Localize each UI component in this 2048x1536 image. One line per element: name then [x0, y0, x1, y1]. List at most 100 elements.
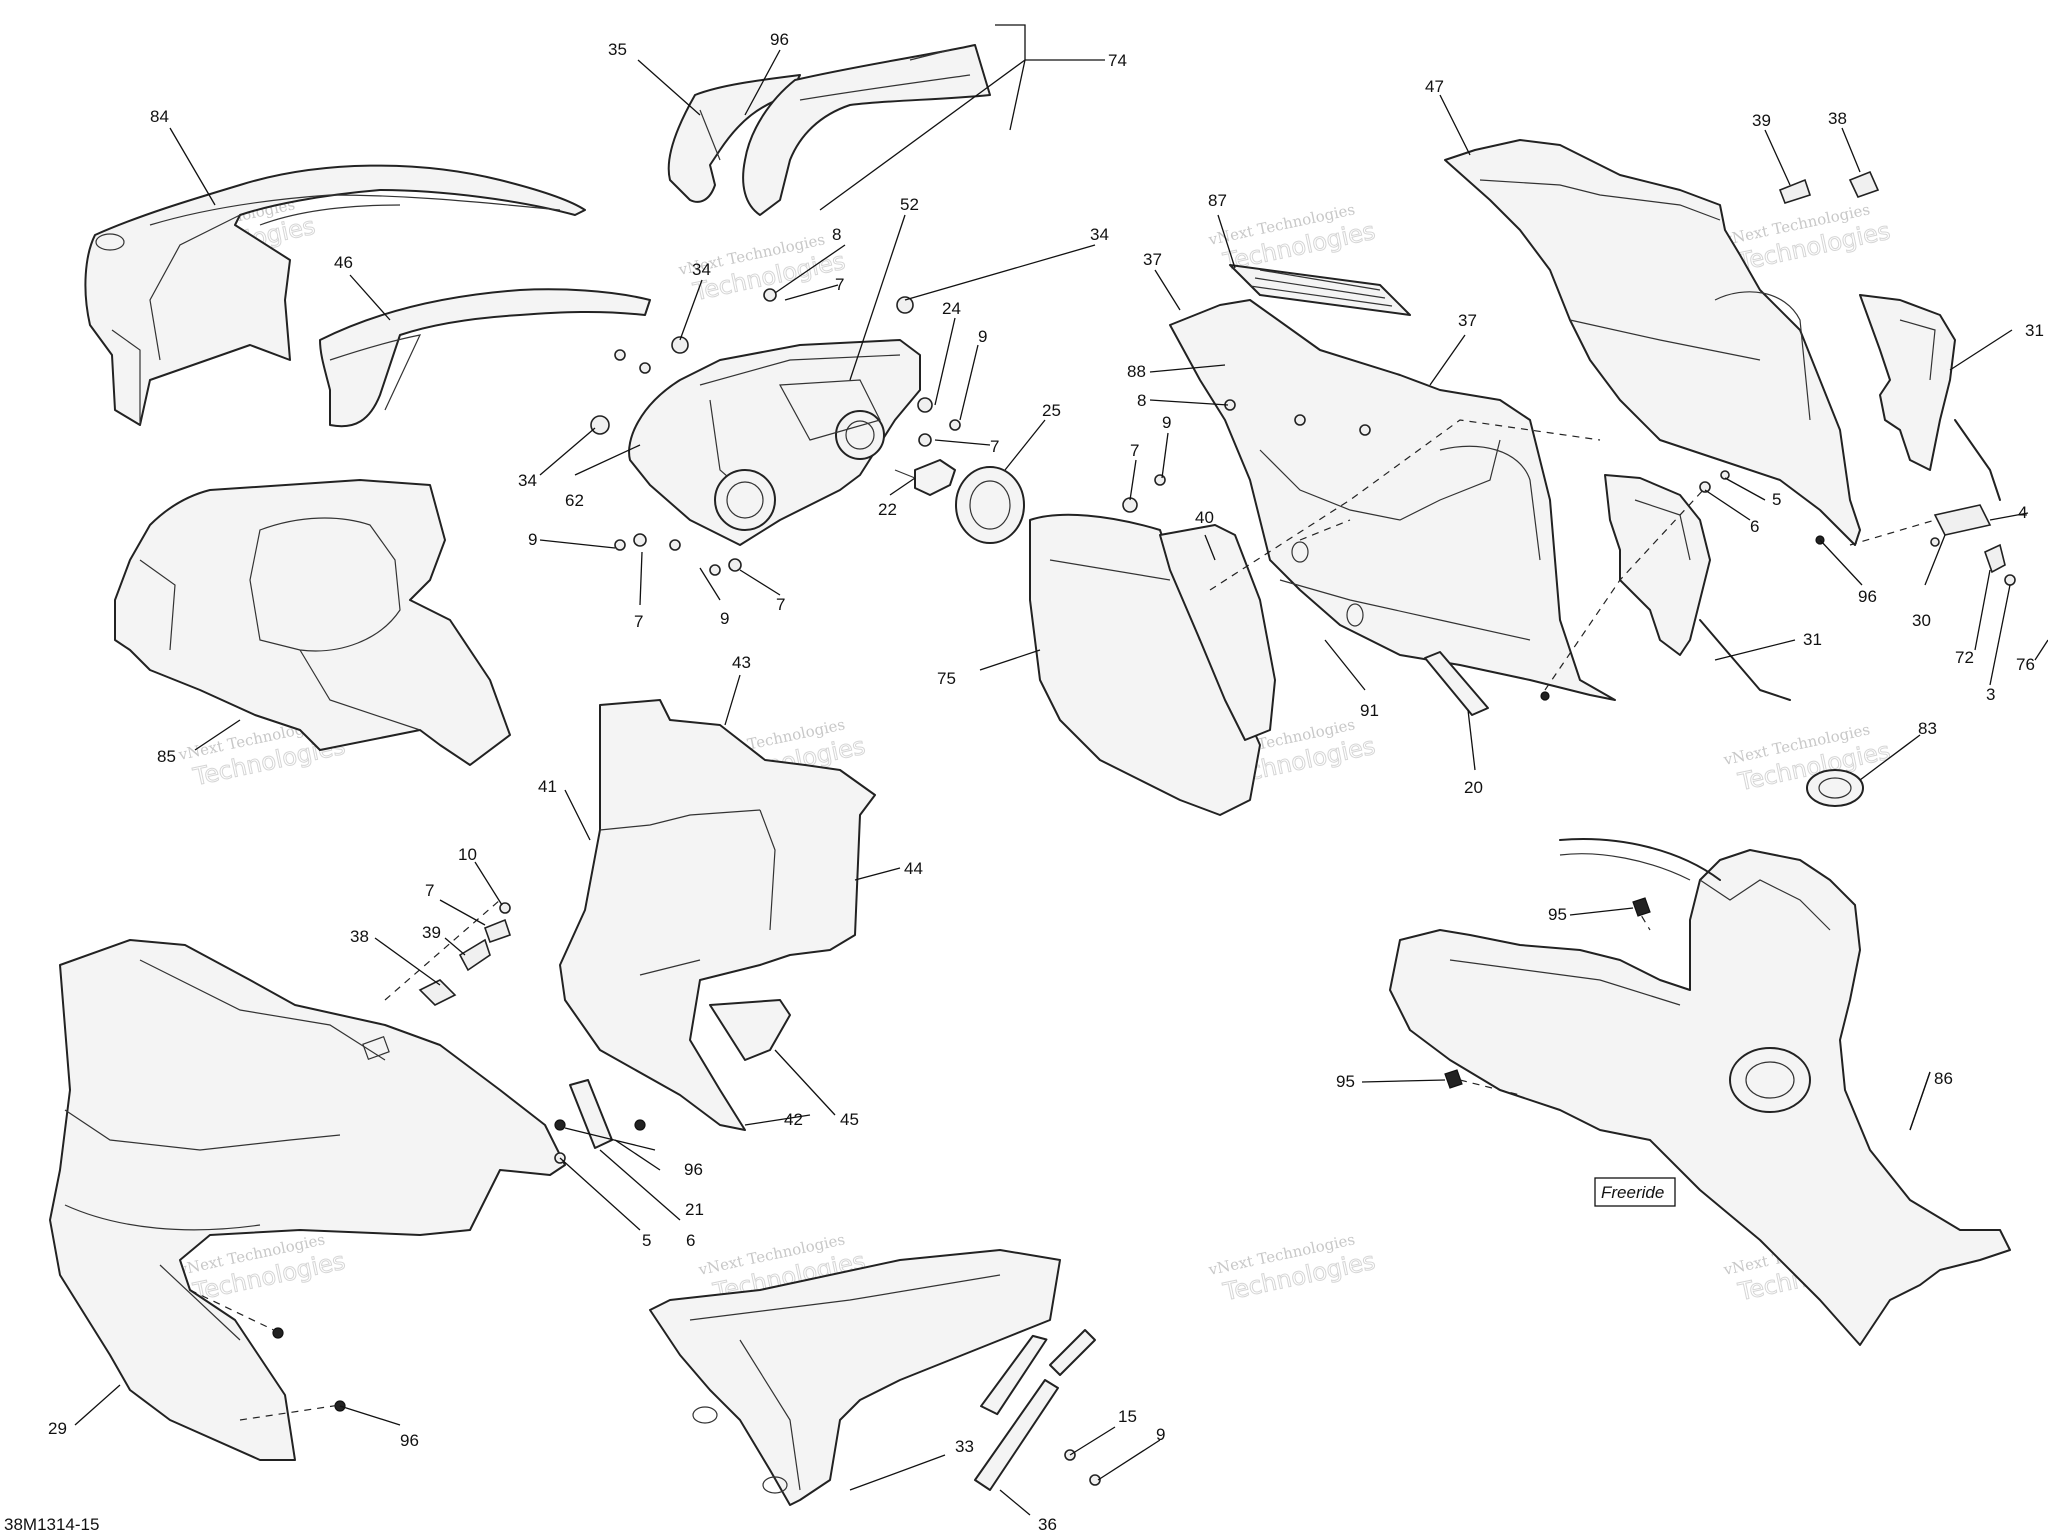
callout-15: 15 — [1118, 1407, 1137, 1426]
callout-7: 7 — [835, 275, 844, 294]
callout-10: 10 — [458, 845, 477, 864]
nut-icon — [1444, 1069, 1463, 1089]
callout-38: 38 — [350, 927, 369, 946]
rivet-icon — [634, 1119, 646, 1131]
screw-icon — [614, 539, 626, 551]
callout-39: 39 — [422, 923, 441, 942]
callout-6: 6 — [686, 1231, 695, 1250]
callout-76: 76 — [2016, 655, 2035, 674]
callout-62: 62 — [565, 491, 584, 510]
clip-icon — [633, 533, 647, 547]
callout-9: 9 — [1162, 413, 1171, 432]
part-87-grille — [1229, 264, 1411, 316]
callout-5: 5 — [642, 1231, 651, 1250]
callout-34: 34 — [518, 471, 537, 490]
clip-icon — [1984, 543, 2006, 574]
screw-icon — [1089, 1474, 1101, 1486]
callout-52: 52 — [900, 195, 919, 214]
callout-96: 96 — [684, 1160, 703, 1179]
callout-9: 9 — [1156, 1425, 1165, 1444]
part-37-side-panel — [1169, 299, 1616, 701]
clip-icon — [1848, 170, 1880, 198]
part-40-shield — [1159, 524, 1276, 741]
callout-40: 40 — [1195, 508, 1214, 527]
callout-8: 8 — [1137, 391, 1146, 410]
screw-icon — [1359, 424, 1371, 436]
part-83-seal-ring — [1806, 769, 1864, 807]
callout-7: 7 — [634, 612, 643, 631]
callout-5: 5 — [1772, 490, 1781, 509]
rivet-icon — [458, 938, 491, 972]
callout-31: 31 — [1803, 630, 1822, 649]
part-22-bulb — [894, 459, 956, 496]
callout-84: 84 — [150, 107, 169, 126]
callout-85: 85 — [157, 747, 176, 766]
washer-icon — [499, 902, 511, 914]
screw-icon — [709, 564, 721, 576]
nut-icon — [272, 1327, 284, 1339]
callout-7: 7 — [990, 437, 999, 456]
grommet-icon — [590, 415, 610, 435]
callout-7: 7 — [776, 595, 785, 614]
callout-34: 34 — [692, 260, 711, 279]
callout-9: 9 — [720, 609, 729, 628]
washer-icon — [1930, 537, 1940, 547]
clip-icon — [483, 918, 512, 944]
nut-icon — [1540, 691, 1550, 701]
callout-34: 34 — [1090, 225, 1109, 244]
callout-7: 7 — [425, 881, 434, 900]
callout-96: 96 — [1858, 587, 1877, 606]
part-35-deflector-left — [667, 74, 801, 203]
push-pin-icon — [418, 979, 457, 1006]
callout-numbers: 84 46 35 96 74 52 34 34 34 8 7 24 9 7 25… — [48, 30, 2044, 1534]
screw-icon — [949, 419, 961, 431]
part-31-bracket-upper — [1859, 294, 2001, 501]
screw-icon — [1294, 414, 1306, 426]
part-75-shield — [1029, 513, 1261, 816]
callout-30: 30 — [1912, 611, 1931, 630]
part-74-deflector-right — [742, 44, 991, 216]
callout-6: 6 — [1750, 517, 1759, 536]
variant-label: Freeride — [1594, 1177, 1676, 1207]
alignment-lines — [189, 419, 1936, 1421]
screw-icon — [763, 288, 777, 302]
watermark: vNext Technologies Technologies — [1206, 1230, 1378, 1307]
part-29-lower-panel — [49, 939, 566, 1461]
washer-icon — [1720, 470, 1730, 480]
callout-91: 91 — [1360, 701, 1379, 720]
callout-9: 9 — [528, 530, 537, 549]
part-20-strip — [1424, 651, 1489, 716]
callout-87: 87 — [1208, 191, 1227, 210]
callout-4: 4 — [2018, 503, 2027, 522]
part-85-instrument-panel — [114, 479, 511, 766]
callout-38: 38 — [1828, 109, 1847, 128]
push-pin-icon — [1778, 178, 1812, 204]
callout-47: 47 — [1425, 77, 1444, 96]
callout-46: 46 — [334, 253, 353, 272]
callout-24: 24 — [942, 299, 961, 318]
callout-37: 37 — [1143, 250, 1162, 269]
callout-95: 95 — [1336, 1072, 1355, 1091]
callout-96: 96 — [770, 30, 789, 49]
callout-25: 25 — [1042, 401, 1061, 420]
nut-icon — [554, 1119, 566, 1131]
callout-29: 29 — [48, 1419, 67, 1438]
callout-21: 21 — [685, 1200, 704, 1219]
part-84-upper-cowl — [84, 164, 586, 426]
screw-icon — [614, 349, 626, 361]
callout-3: 3 — [1986, 685, 1995, 704]
variant-label-box — [1594, 1177, 1676, 1207]
part-25-bulb-cap — [955, 466, 1025, 544]
callout-95: 95 — [1548, 905, 1567, 924]
variant-label-text: Freeride — [1601, 1183, 1664, 1202]
part-41-side-panel — [559, 699, 876, 1131]
callout-37: 37 — [1458, 311, 1477, 330]
callout-72: 72 — [1955, 648, 1974, 667]
nut-icon — [1632, 897, 1651, 917]
clip-icon — [1122, 497, 1138, 513]
grommet-icon — [1346, 603, 1364, 627]
screw-icon — [2004, 574, 2016, 586]
part-46-visor — [319, 288, 651, 428]
grommet-icon — [671, 336, 689, 354]
callout-20: 20 — [1464, 778, 1483, 797]
